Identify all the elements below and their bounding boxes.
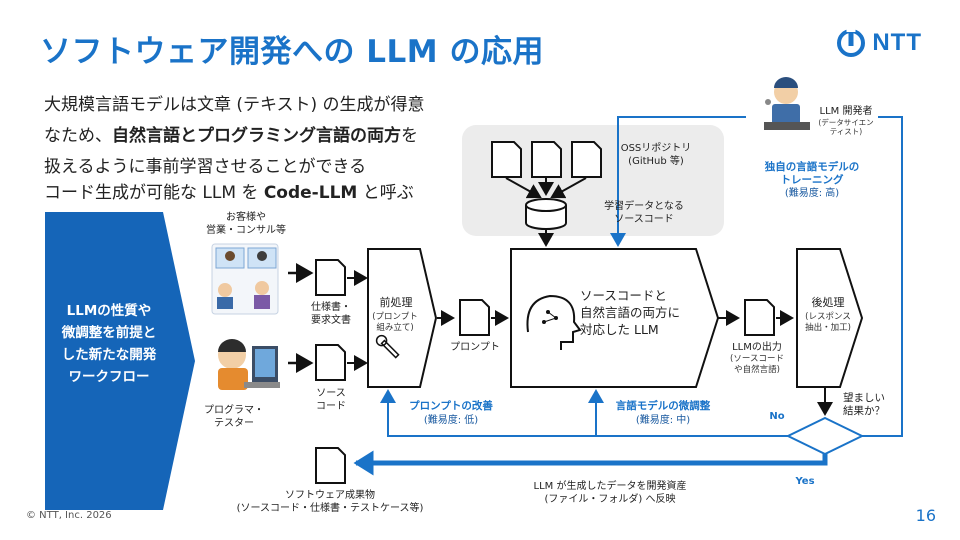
ntt-logo: NTT: [836, 28, 922, 58]
workflow-label: LLMの性質や 微調整を前提と した新たな開発 ワークフロー: [61, 303, 157, 385]
description-emphasis: 自然言語とプログラミング言語の両方: [112, 126, 401, 146]
copyright: © NTT, Inc. 2026: [26, 510, 112, 521]
oss-repo-label: OSSリポジトリ (GitHub 等): [620, 143, 692, 167]
code-llm-note: コード生成が可能な LLM を Code-LLM と呼ぶ: [44, 183, 414, 203]
spec-doc-label: 仕様書・ 要求文書: [311, 302, 351, 326]
postprocess-label: 後処理: [811, 296, 845, 309]
prompt-improve-label: プロンプトの改善: [409, 400, 493, 412]
finetune-difficulty: (難易度: 中): [635, 415, 691, 426]
description-line-3: 扱えるように事前学習させることができる: [44, 157, 367, 177]
programmer-illustration: [218, 339, 280, 390]
wrench-icon: [375, 334, 400, 359]
llm-label: ソースコードと 自然言語の両方に 対応した LLM: [580, 288, 681, 337]
programmer-label: プログラマ・ テスター: [204, 405, 264, 429]
page-title: ソフトウェア開発への LLM の応用: [40, 34, 544, 70]
ai-head-icon: [526, 294, 582, 350]
preprocess-label: 前処理: [379, 296, 413, 309]
logo-text: NTT: [872, 29, 922, 56]
preprocess-sublabel: (プロンプト 組み立て): [372, 312, 418, 333]
description: 大規模言語モデルは文章 (テキスト) の生成が得意 なため、自然言語とプログラミ…: [44, 90, 464, 183]
no-label: No: [769, 411, 785, 422]
customer-label: お客様や 営業・コンサル等: [206, 212, 286, 236]
database-icon: [525, 198, 567, 230]
source-doc-label: ソース コード: [316, 388, 346, 412]
decision-label: 望ましい 結果か？: [843, 392, 885, 417]
training-data-label: 学習データとなる ソースコード: [604, 201, 684, 225]
page-number: 16: [915, 506, 936, 525]
description-line-2: なため、自然言語とプログラミング言語の両方を: [44, 126, 418, 146]
prompt-label: プロンプト: [450, 342, 500, 353]
prompt-improve-difficulty: (難易度: 低): [423, 415, 479, 426]
customer-illustration: [211, 243, 279, 315]
llm-output-label: LLMの出力: [732, 342, 782, 353]
developer-label: LLM 開発者: [819, 106, 873, 117]
own-model-training-label: 独自の言語モデルの トレーニング: [764, 161, 860, 186]
reflect-label: LLM が生成したデータを開発資産 (ファイル・フォルダ) へ反映: [533, 481, 687, 505]
postprocess-sublabel: (レスポンス 抽出・加工): [805, 312, 851, 333]
yes-label: Yes: [795, 476, 815, 487]
ntt-logo-icon: [837, 28, 866, 57]
llm-output-sublabel: (ソースコード や自然言語): [730, 354, 784, 375]
workflow-chevron: [45, 212, 195, 510]
developer-illustration: [764, 77, 810, 130]
code-llm-term: Code-LLM: [263, 183, 358, 203]
finetune-label: 言語モデルの微調整: [615, 400, 711, 412]
artifact-label: ソフトウェア成果物 (ソースコード・仕様書・テストケース等): [236, 490, 424, 514]
developer-sublabel: (データサイエン ティスト): [818, 118, 874, 136]
own-model-difficulty: (難易度: 高): [784, 188, 840, 199]
description-line-1: 大規模言語モデルは文章 (テキスト) の生成が得意: [44, 95, 425, 115]
